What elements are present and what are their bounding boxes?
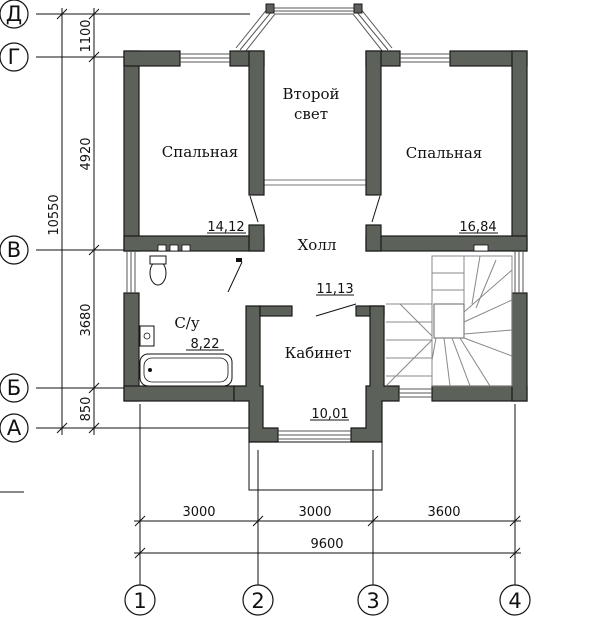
axis-label-3: 3 [366,589,379,613]
room-bedroom-left-area: 14,12 [207,220,244,235]
axis-marker-d: Д [0,0,29,29]
room-bedroom-left-name: Спальная [162,143,239,161]
room-second-light-name-2: свет [294,105,328,123]
room-bathroom-area: 8,22 [191,337,220,352]
horizontal-dimensions: 3000 3000 3600 9600 [134,505,521,559]
axis-marker-2: 2 [242,584,274,616]
axis-marker-4: 4 [499,584,531,616]
axis-label-4: 4 [508,589,521,613]
bathtub-icon [139,353,233,387]
bay-window [235,3,393,53]
room-bedroom-right-area: 16,84 [459,220,496,235]
vertical-dimensions: 10550 1100 4920 3680 850 [47,8,100,435]
axis-lines [36,13,516,585]
axis-marker-3: 3 [357,584,389,616]
dim-vertical-3680: 3680 [79,303,94,336]
radiator-icon [157,244,167,252]
axis-label-1: 1 [133,589,146,613]
room-study-name: Кабинет [285,344,352,362]
room-study-area: 10,01 [311,407,348,422]
axis-label-2: 2 [251,589,264,613]
toilet-icon [149,260,167,286]
door-swings [227,195,381,317]
axis-label-a: А [7,416,22,440]
dim-vertical-850: 850 [79,397,94,422]
room-hall-area: 11,13 [316,282,353,297]
axis-marker-a: А [0,413,29,443]
axis-label-d: Д [6,2,22,26]
room-hall-name: Холл [298,236,337,254]
axis-marker-g: Г [0,42,29,72]
toilet-tank-icon [149,255,167,265]
dim-horizontal-3600: 3600 [427,505,460,520]
dim-horizontal-total: 9600 [310,537,343,552]
dim-vertical-total: 10550 [47,194,62,235]
dim-horizontal-3000-b: 3000 [298,505,331,520]
axis-marker-b: Б [0,373,29,403]
axis-marker-v: В [0,235,29,265]
axis-label-v: В [7,238,21,262]
room-second-light-name-1: Второй [283,85,340,103]
dim-vertical-4920: 4920 [79,137,94,170]
dim-vertical-1100: 1100 [79,19,94,52]
sink-icon [139,325,155,347]
axis-label-b: Б [7,376,21,400]
axis-label-g: Г [8,45,21,69]
radiator-icon-right [473,244,489,252]
walls [123,50,528,443]
bathroom-fixtures [139,244,489,387]
porch [248,441,383,491]
axis-marker-1: 1 [124,584,156,616]
dim-horizontal-3000-a: 3000 [182,505,215,520]
room-bedroom-right-name: Спальная [406,144,483,162]
second-light-void [264,179,366,186]
room-bathroom-name: С/у [174,314,200,332]
wall-windows [126,53,524,440]
staircase [385,255,513,387]
